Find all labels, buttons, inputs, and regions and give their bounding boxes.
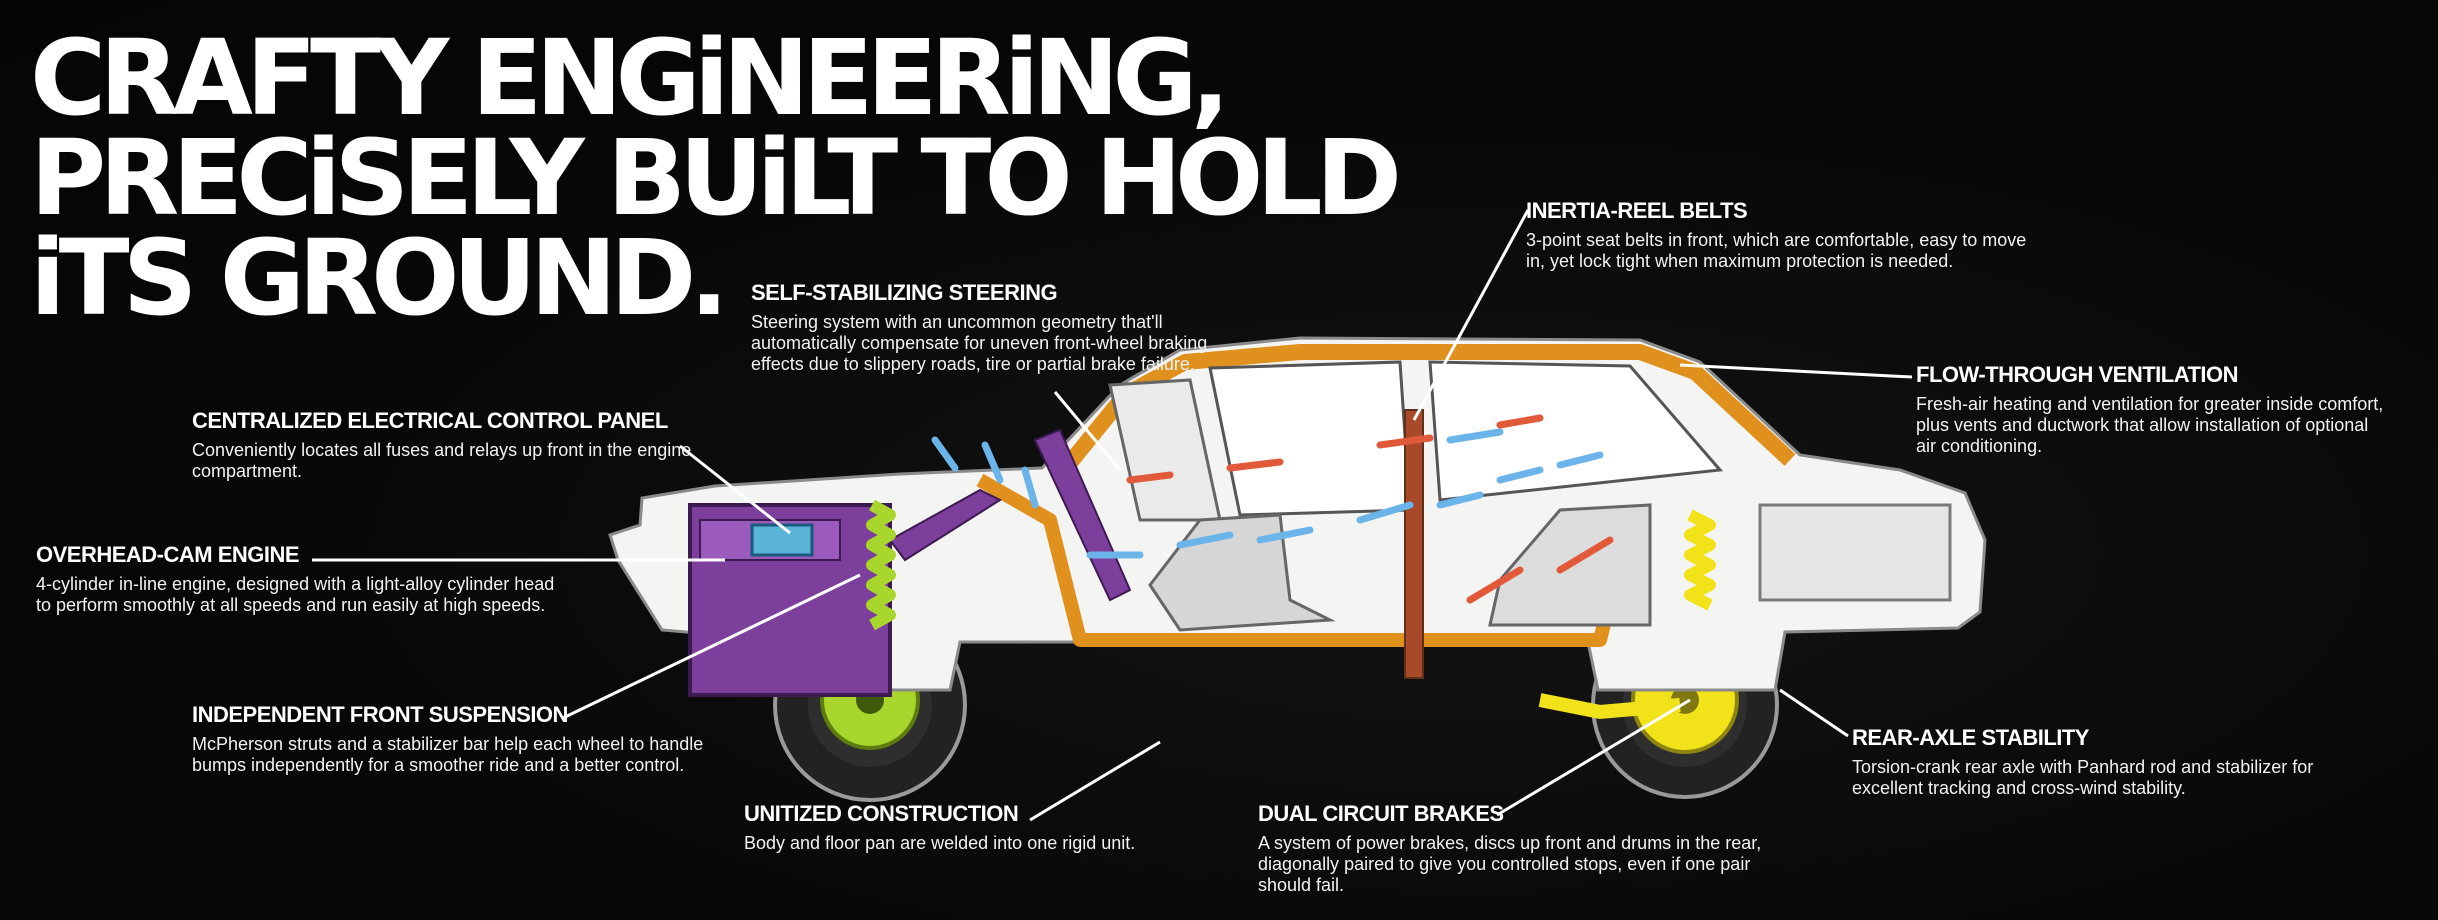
belts-title: INERTIA-REEL BELTS	[1526, 198, 1748, 223]
ventilation-body: Fresh-air heating and ventilation for gr…	[1916, 394, 2384, 456]
callout-flow-through-ventilation: FLOW-THROUGH VENTILATION Fresh-air heati…	[1916, 362, 2386, 457]
callout-rear-axle-stability: REAR-AXLE STABILITY Torsion-crank rear a…	[1852, 725, 2372, 799]
suspension-assembly	[866, 499, 1716, 720]
leader-steering	[1053, 391, 1122, 471]
leader-lines	[312, 209, 1913, 822]
leader-suspension	[562, 573, 861, 720]
suspension-body: McPherson struts and a stabilizer bar he…	[192, 734, 704, 775]
leader-electrical	[679, 444, 791, 535]
leader-unitized	[1029, 740, 1161, 822]
electrical-panel-body: Conveniently locates all fuses and relay…	[192, 440, 692, 481]
callout-inertia-reel-belts: INERTIA-REEL BELTS 3-point seat belts in…	[1526, 198, 2036, 272]
callout-overhead-cam-engine: OVERHEAD-CAM ENGINE 4-cylinder in-line e…	[36, 542, 556, 616]
belts-body: 3-point seat belts in front, which are c…	[1526, 230, 2027, 271]
rear-strut-spring	[1684, 509, 1716, 611]
callout-dual-circuit-brakes: DUAL CIRCUIT BRAKES A system of power br…	[1258, 801, 1778, 896]
unitized-body: Body and floor pan are welded into one r…	[744, 833, 1136, 853]
rear-axle	[1538, 693, 1681, 720]
engine-body: 4-cylinder in-line engine, designed with…	[36, 574, 555, 615]
electrical-panel-title: CENTRALIZED ELECTRICAL CONTROL PANEL	[192, 408, 668, 433]
callout-self-stabilizing-steering: SELF-STABILIZING STEERING Steering syste…	[751, 280, 1241, 375]
trunk	[1758, 503, 1952, 602]
leader-ventilation	[1679, 363, 1913, 379]
brakes-body: A system of power brakes, discs up front…	[1258, 833, 1762, 895]
front-side-window	[1208, 360, 1412, 517]
headline-line-2: PRECiSELY BUiLT TO HOLD	[30, 117, 1402, 239]
fuse-box	[750, 523, 814, 557]
engine-title: OVERHEAD-CAM ENGINE	[36, 542, 300, 567]
leader-belts	[1412, 209, 1530, 421]
headline-line-1: CRAFTY ENGiNEERiNG,	[30, 17, 1230, 139]
callout-unitized-construction: UNITIZED CONSTRUCTION Body and floor pan…	[744, 801, 1304, 854]
headline-line-3: iTS GROUND.	[30, 217, 729, 339]
callout-electrical-panel: CENTRALIZED ELECTRICAL CONTROL PANEL Con…	[192, 408, 712, 482]
car-body	[608, 336, 1987, 692]
rear-side-window	[1428, 360, 1724, 502]
leader-rear-axle	[1779, 688, 1849, 738]
brakes-title: DUAL CIRCUIT BRAKES	[1258, 801, 1504, 826]
leader-brakes	[1496, 698, 1691, 817]
rear-axle-body: Torsion-crank rear axle with Panhard rod…	[1852, 757, 2314, 798]
headline: CRAFTY ENGiNEERiNG, PRECiSELY BUiLT TO H…	[30, 17, 1402, 339]
engine-assembly	[688, 428, 1132, 697]
steering-title: SELF-STABILIZING STEERING	[751, 280, 1058, 305]
ventilation-title: FLOW-THROUGH VENTILATION	[1916, 362, 2239, 387]
seat-belt-pillar	[1404, 409, 1424, 679]
callout-front-suspension: INDEPENDENT FRONT SUSPENSION McPherson s…	[192, 702, 712, 776]
suspension-title: INDEPENDENT FRONT SUSPENSION	[192, 702, 568, 727]
front-strut-spring	[866, 499, 896, 631]
unitized-title: UNITIZED CONSTRUCTION	[744, 801, 1019, 826]
air-flow-arrows	[931, 414, 1614, 604]
steering-body: Steering system with an uncommon geometr…	[751, 312, 1208, 374]
rear-axle-title: REAR-AXLE STABILITY	[1852, 725, 2089, 750]
